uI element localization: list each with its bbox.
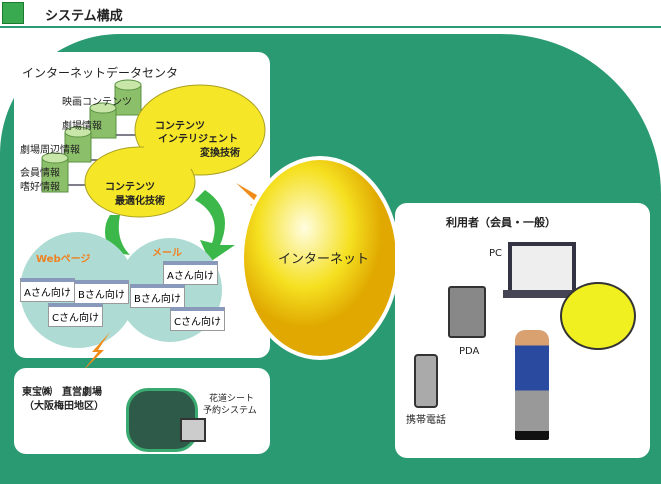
- pc-label: PC: [489, 248, 503, 259]
- theater-area: （大阪梅田地区）: [24, 401, 104, 412]
- system-label-2: 予約システム: [203, 406, 257, 416]
- db-label-member: 会員情報: [20, 168, 60, 179]
- header-square-icon: [2, 2, 24, 24]
- web-page-c: Cさん向け: [48, 303, 103, 327]
- db-label-movie: 映画コンテンツ: [62, 97, 132, 108]
- mail-label: メール: [152, 248, 182, 259]
- man-illustration: [515, 330, 549, 440]
- tech2-line2: 最適化技術: [115, 196, 165, 207]
- pda-label: PDA: [459, 346, 480, 357]
- tech1-line1: コンテンツ: [155, 121, 205, 132]
- web-page-a: Aさん向け: [20, 278, 75, 302]
- tech2-line1: コンテンツ: [105, 182, 155, 193]
- page-title: システム構成: [45, 9, 123, 24]
- users-title: 利用者（会員・一般）: [446, 216, 556, 229]
- tech1-line2: インテリジェント: [158, 134, 238, 145]
- system-label-1: 花道シート: [209, 394, 255, 404]
- mail-c: Cさん向け: [170, 307, 225, 331]
- db-label-theater: 劇場情報: [62, 121, 102, 132]
- internet-label: インターネット: [278, 252, 370, 267]
- web-page-b: Bさん向け: [74, 280, 129, 304]
- phone-label: 携帯電話: [406, 415, 446, 426]
- db-label-preference: 嗜好情報: [20, 182, 60, 193]
- pc-icon: [508, 242, 576, 296]
- theater-title: 東宝㈱ 直営劇場: [22, 387, 102, 398]
- mail-b: Bさん向け: [130, 284, 185, 308]
- db-label-area: 劇場周辺情報: [20, 145, 80, 156]
- datacenter-title: インターネットデータセンタ: [22, 66, 179, 80]
- phone-icon: [414, 354, 438, 408]
- user-woman-illustration: [560, 282, 636, 350]
- pda-icon: [448, 286, 486, 338]
- tech1-line3: 変換技術: [200, 148, 240, 159]
- keyboard-icon: [503, 290, 577, 298]
- web-label: Webページ: [36, 254, 91, 265]
- mail-a: Aさん向け: [163, 261, 218, 285]
- computer-icon: [180, 418, 206, 442]
- header-bar: システム構成: [0, 0, 661, 28]
